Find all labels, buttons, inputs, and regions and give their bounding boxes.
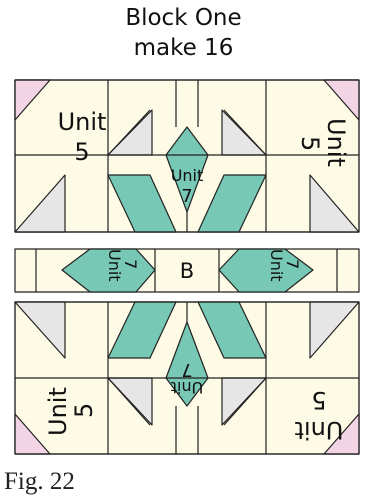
unit-5-label-bottom-right-number: 5 (311, 386, 326, 414)
center-square-b-label: B (180, 259, 194, 283)
unit-7-label-mid-left-number: 7 (121, 259, 140, 269)
figure-caption: Fig. 22 (4, 468, 75, 496)
unit-5-label-top-right-number: 5 (296, 136, 324, 151)
unit-7-label-top-word: Unit (171, 166, 204, 185)
unit-5-label-bottom-left-word: Unit (44, 387, 72, 436)
unit-7-label-top-number: 7 (181, 186, 192, 207)
unit-7-label-bottom-word: Unit (171, 378, 204, 397)
unit-5-label-bottom-right-word: Unit (295, 416, 344, 444)
unit-5-label-top-right-word: Unit (322, 118, 350, 167)
unit-7-label-bottom-number: 7 (181, 359, 192, 380)
unit-5-label-bottom-left-number: 5 (70, 403, 98, 418)
unit-5-label-top-left-word: Unit (58, 108, 107, 136)
unit-7-label-mid-right-number: 7 (283, 259, 302, 269)
unit-5-label-top-left-number: 5 (74, 138, 89, 166)
